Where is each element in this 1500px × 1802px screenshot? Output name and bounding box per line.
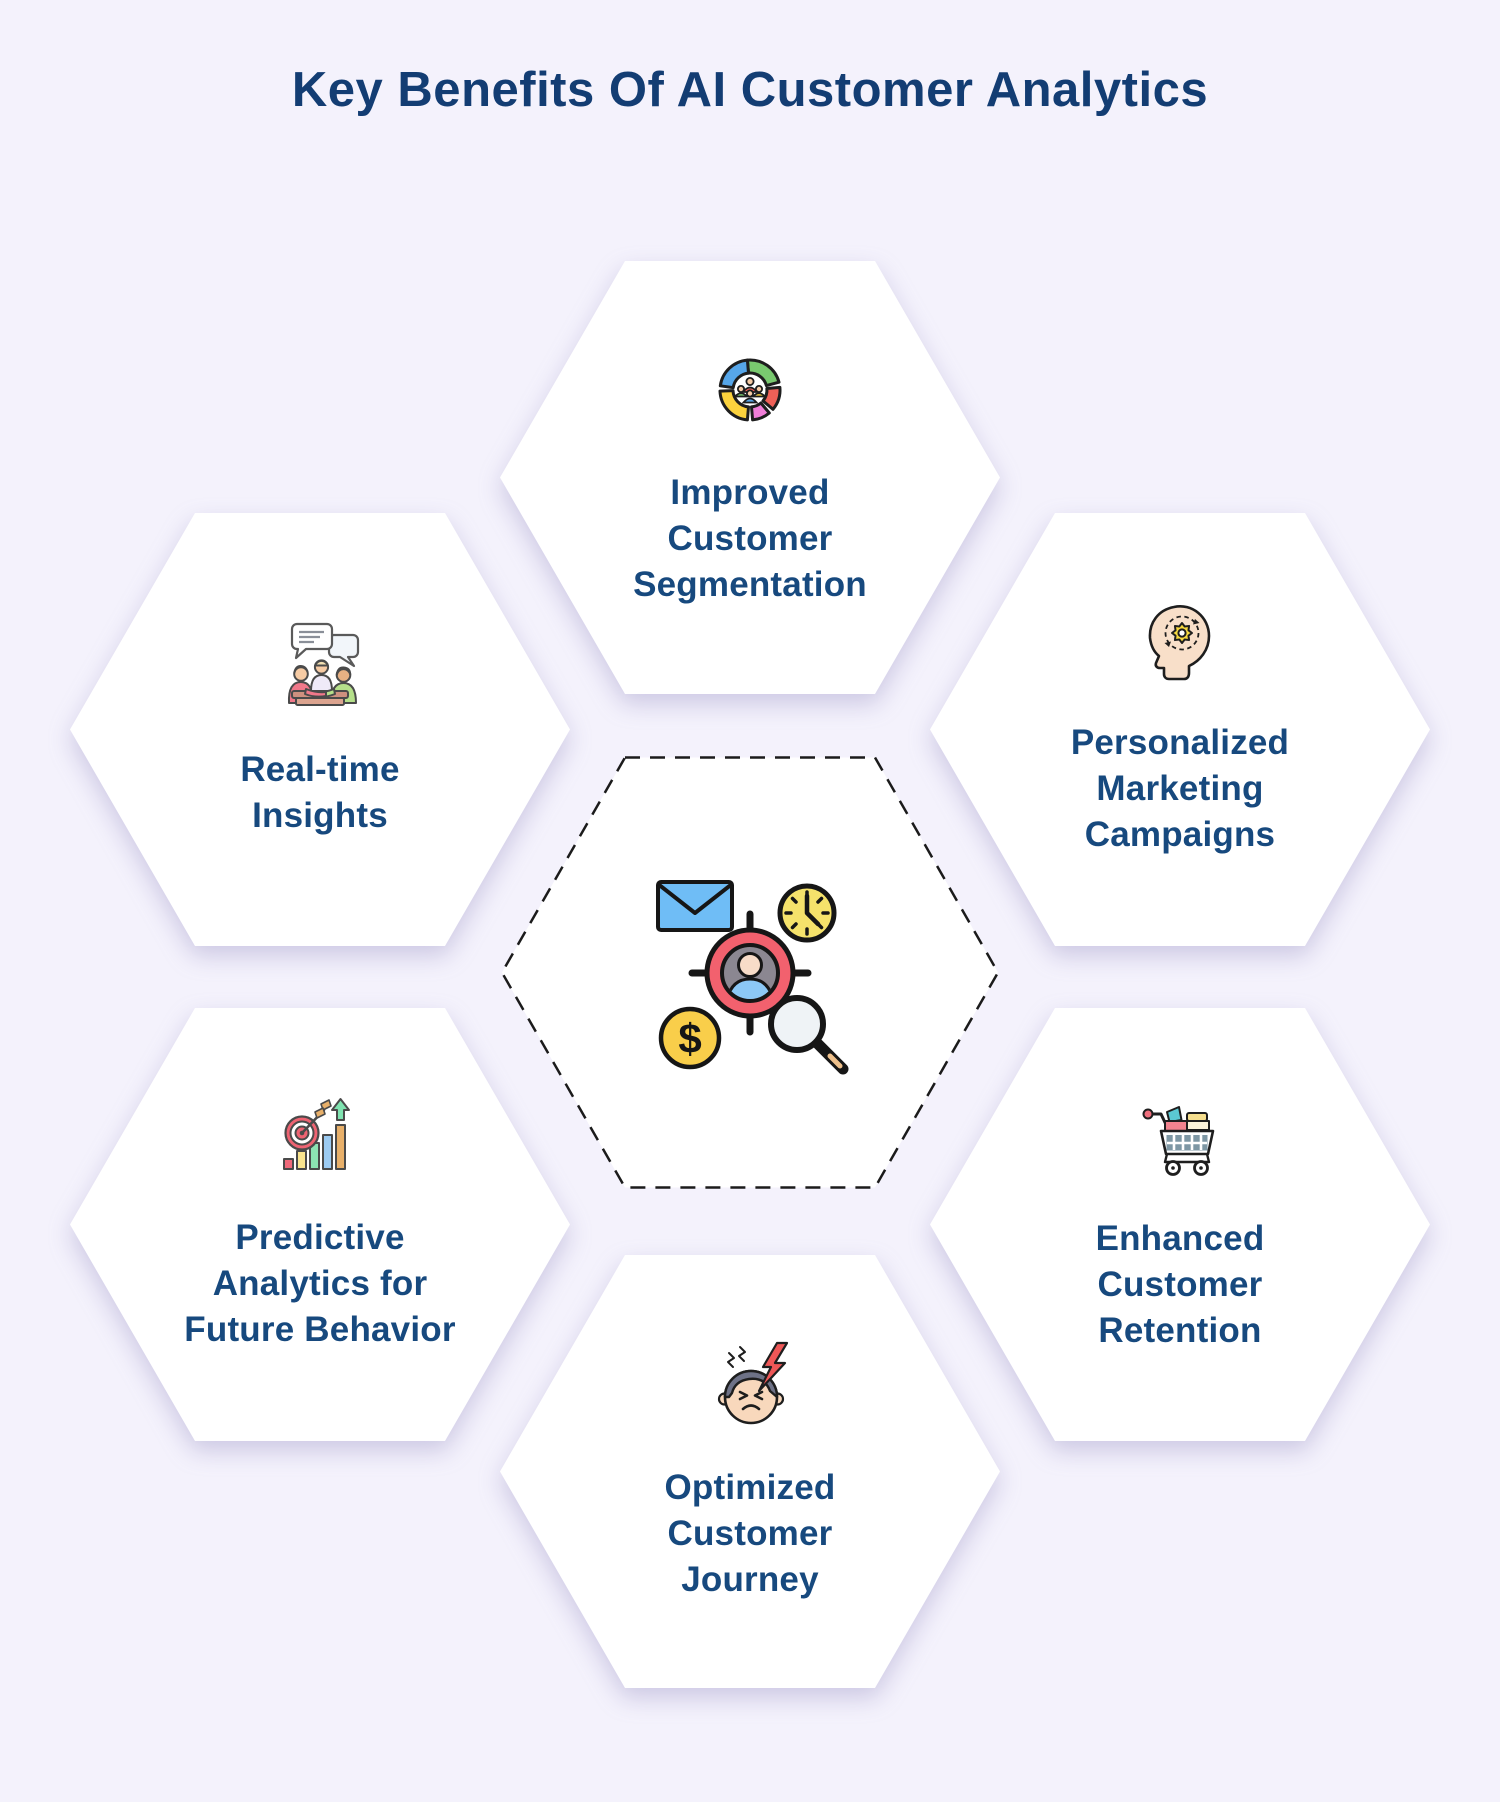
benefit-hexagon-personalized-marketing-campaigns: Personalized Marketing Campaigns: [930, 513, 1430, 946]
center-hexagon: $: [500, 756, 1000, 1189]
benefit-hexagon-optimized-customer-journey: Optimized Customer Journey: [500, 1255, 1000, 1688]
hexagon-card: Predictive Analytics for Future Behavior: [70, 1008, 570, 1441]
shopping-cart-icon: [1142, 1105, 1215, 1176]
hexagon-card: Enhanced Customer Retention: [930, 1008, 1430, 1441]
benefit-label: Real-time Insights: [240, 749, 400, 835]
magnifier-icon: [768, 995, 849, 1075]
benefit-hexagon-improved-customer-segmentation: Improved Customer Segmentation: [500, 261, 1000, 694]
page-title: Key Benefits Of AI Customer Analytics: [291, 63, 1209, 117]
target-growth-chart-icon: [282, 1097, 350, 1170]
meeting-discussion-icon: [287, 622, 360, 706]
hexagon-card: Improved Customer Segmentation: [500, 261, 1000, 694]
customer-segmentation-donut-chart-icon: [718, 358, 782, 421]
svg-text:$: $: [678, 1015, 701, 1062]
benefit-hexagon-real-time-insights: Real-time Insights: [70, 513, 570, 946]
dollar-coin-icon: $: [658, 1006, 722, 1070]
hexagon-card: Real-time Insights: [70, 513, 570, 946]
clock-icon: [777, 883, 837, 943]
hexagon-card: Personalized Marketing Campaigns: [930, 513, 1430, 946]
benefit-label: Enhanced Customer Retention: [1095, 1218, 1265, 1350]
benefit-hexagon-predictive-analytics: Predictive Analytics for Future Behavior: [70, 1008, 570, 1441]
benefit-label: Optimized Customer Journey: [664, 1467, 836, 1599]
head-with-gear-icon: [1148, 604, 1211, 680]
benefit-hexagon-enhanced-customer-retention: Enhanced Customer Retention: [930, 1008, 1430, 1441]
benefit-label: Personalized Marketing Campaigns: [1070, 722, 1290, 854]
frustrated-customer-icon: [717, 1341, 789, 1424]
customer-targeting-icon: $: [656, 880, 849, 1075]
benefit-label: Improved Customer Segmentation: [633, 472, 867, 604]
hexagon-card: Optimized Customer Journey: [500, 1255, 1000, 1688]
benefit-label: Predictive Analytics for Future Behavior: [184, 1217, 456, 1349]
envelope-icon: [656, 880, 734, 932]
